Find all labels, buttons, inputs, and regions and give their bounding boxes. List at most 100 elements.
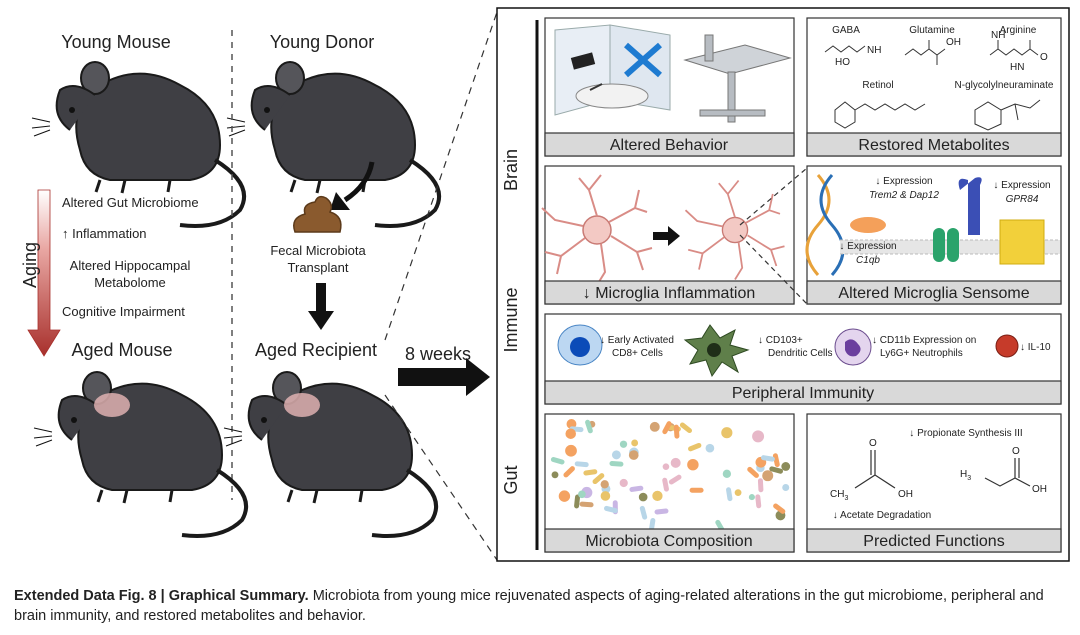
panel-predicted-functions: ↓ Propionate Synthesis III CH3 OH O H3 O… (806, 413, 1062, 553)
metabolite-gaba: GABA (832, 25, 860, 36)
big-right-arrow (398, 368, 468, 386)
bacterium (652, 490, 663, 501)
bacterium (721, 427, 733, 439)
bacterium (592, 473, 605, 485)
bacterium (654, 508, 669, 515)
bacterium (762, 470, 774, 482)
panel-microglia-inflammation: ↓ Microglia Inflammation (541, 165, 795, 305)
bacterium (772, 453, 780, 468)
caption-bold: Extended Data Fig. 8 | Graphical Summary… (14, 588, 309, 604)
bacterium (600, 480, 609, 489)
bacterium (734, 489, 742, 497)
bacterium (705, 443, 715, 453)
zoom-line (739, 167, 808, 226)
aged-mouse-label: Aged Mouse (71, 340, 172, 360)
panel-title: Predicted Functions (863, 533, 1004, 550)
sensome-expr-3: ↓ Expression (839, 241, 896, 252)
bacterium (604, 505, 618, 514)
bacterium (565, 428, 576, 439)
young-donor-label: Young Donor (270, 32, 374, 52)
aging-arrow (27, 189, 61, 357)
bacterium (755, 494, 762, 509)
bacterium (726, 487, 733, 502)
cd103-line1: ↓ CD103+ (758, 335, 803, 346)
chem-oh: OH (946, 37, 961, 48)
panel-title: Restored Metabolites (858, 137, 1009, 154)
bacterium (679, 422, 693, 434)
down-arrow (316, 283, 326, 313)
bacterium (550, 457, 565, 465)
bacterium (747, 466, 759, 478)
bacterium (563, 466, 575, 478)
propionate-o: O (1012, 446, 1020, 457)
sensome-expr-2: ↓ Expression (993, 180, 1050, 191)
bacterium (662, 421, 672, 435)
panel-title: Peripheral Immunity (732, 385, 874, 402)
bacterium (662, 477, 669, 492)
panel-altered-behavior: Altered Behavior (544, 17, 795, 157)
zoom-line (739, 234, 808, 305)
cd11b-line2: Ly6G+ Neutrophils (880, 348, 963, 359)
bacterium (579, 501, 594, 508)
caption-text: Microbiota from young mice rejuvenated a… (14, 588, 1044, 624)
acetate-o: O (869, 438, 877, 449)
sensome-genes-3: C1qb (856, 255, 880, 266)
sensome-genes-2: GPR84 (1006, 194, 1039, 205)
bacterium (689, 487, 704, 493)
bacterium (639, 505, 648, 520)
fmt-label-1: Fecal Microbiota (270, 243, 366, 258)
bacterium (600, 491, 611, 501)
chem-nh2: NH (867, 45, 881, 56)
panel-peripheral-immunity: ↓ Early Activated CD8+ Cells ↓ CD103+ De… (544, 313, 1062, 405)
sensome-genes-1: Trem2 & Dap12 (869, 190, 939, 201)
bacterium (760, 455, 775, 462)
propionate-h3c: H3 (960, 469, 971, 482)
bacterium (574, 494, 581, 509)
acetate-ch3: CH3 (830, 489, 848, 502)
bacterium (631, 439, 639, 447)
cd8-line1: ↓ Early Activated (600, 335, 674, 346)
chem-o: O (1040, 52, 1048, 63)
cd11b-line1: ↓ CD11b Expression on (872, 335, 976, 346)
bacterium (781, 462, 791, 471)
metabolite-retinol: Retinol (862, 80, 893, 91)
bacterium (551, 471, 559, 479)
curved-arrow-head (330, 192, 350, 210)
bacterium (782, 484, 790, 492)
acetate-oh: OH (898, 489, 913, 500)
bacterium (619, 440, 628, 448)
bacterium (752, 430, 765, 443)
poop-icon (293, 195, 342, 233)
fmt-label-2: Transplant (288, 260, 349, 275)
aging-effect: Altered Hippocampal (70, 258, 191, 273)
bacterium (578, 490, 586, 499)
microbiota-illustration (550, 419, 791, 533)
aging-effect: ↑ Inflammation (62, 226, 147, 241)
section-gut: Gut (501, 465, 521, 494)
curved-arrow (343, 161, 375, 203)
chem-hn: HN (1010, 62, 1024, 73)
bacterium (629, 485, 644, 492)
panel-altered-sensome: ↓ Expression Trem2 & Dap12 ↓ Expression … (805, 165, 1062, 305)
bacterium (748, 494, 755, 501)
bacterium (673, 424, 680, 439)
panel-title: Microbiota Composition (585, 533, 752, 550)
diagram-canvas: Young Mouse Young Donor Aging Altered Gu… (20, 7, 1070, 562)
bacterium (638, 492, 648, 502)
bacterium (649, 421, 660, 432)
aged-mouse-icon (32, 370, 249, 538)
aging-effect: Altered Gut Microbiome (62, 195, 199, 210)
il10-label: ↓ IL-10 (1020, 342, 1051, 353)
down-arrow-head (308, 311, 334, 330)
aging-label: Aging (20, 242, 40, 288)
figure-caption: Extended Data Fig. 8 | Graphical Summary… (14, 586, 1064, 626)
metabolite-glutamine: Glutamine (909, 25, 955, 36)
big-right-arrow-head (466, 358, 490, 396)
chem-nh: NH (991, 30, 1005, 41)
bacterium (565, 444, 577, 457)
bacterium (574, 461, 589, 468)
bacterium (670, 457, 681, 468)
chem-ho: HO (835, 57, 850, 68)
sensome-expr-1: ↓ Expression (875, 176, 932, 187)
